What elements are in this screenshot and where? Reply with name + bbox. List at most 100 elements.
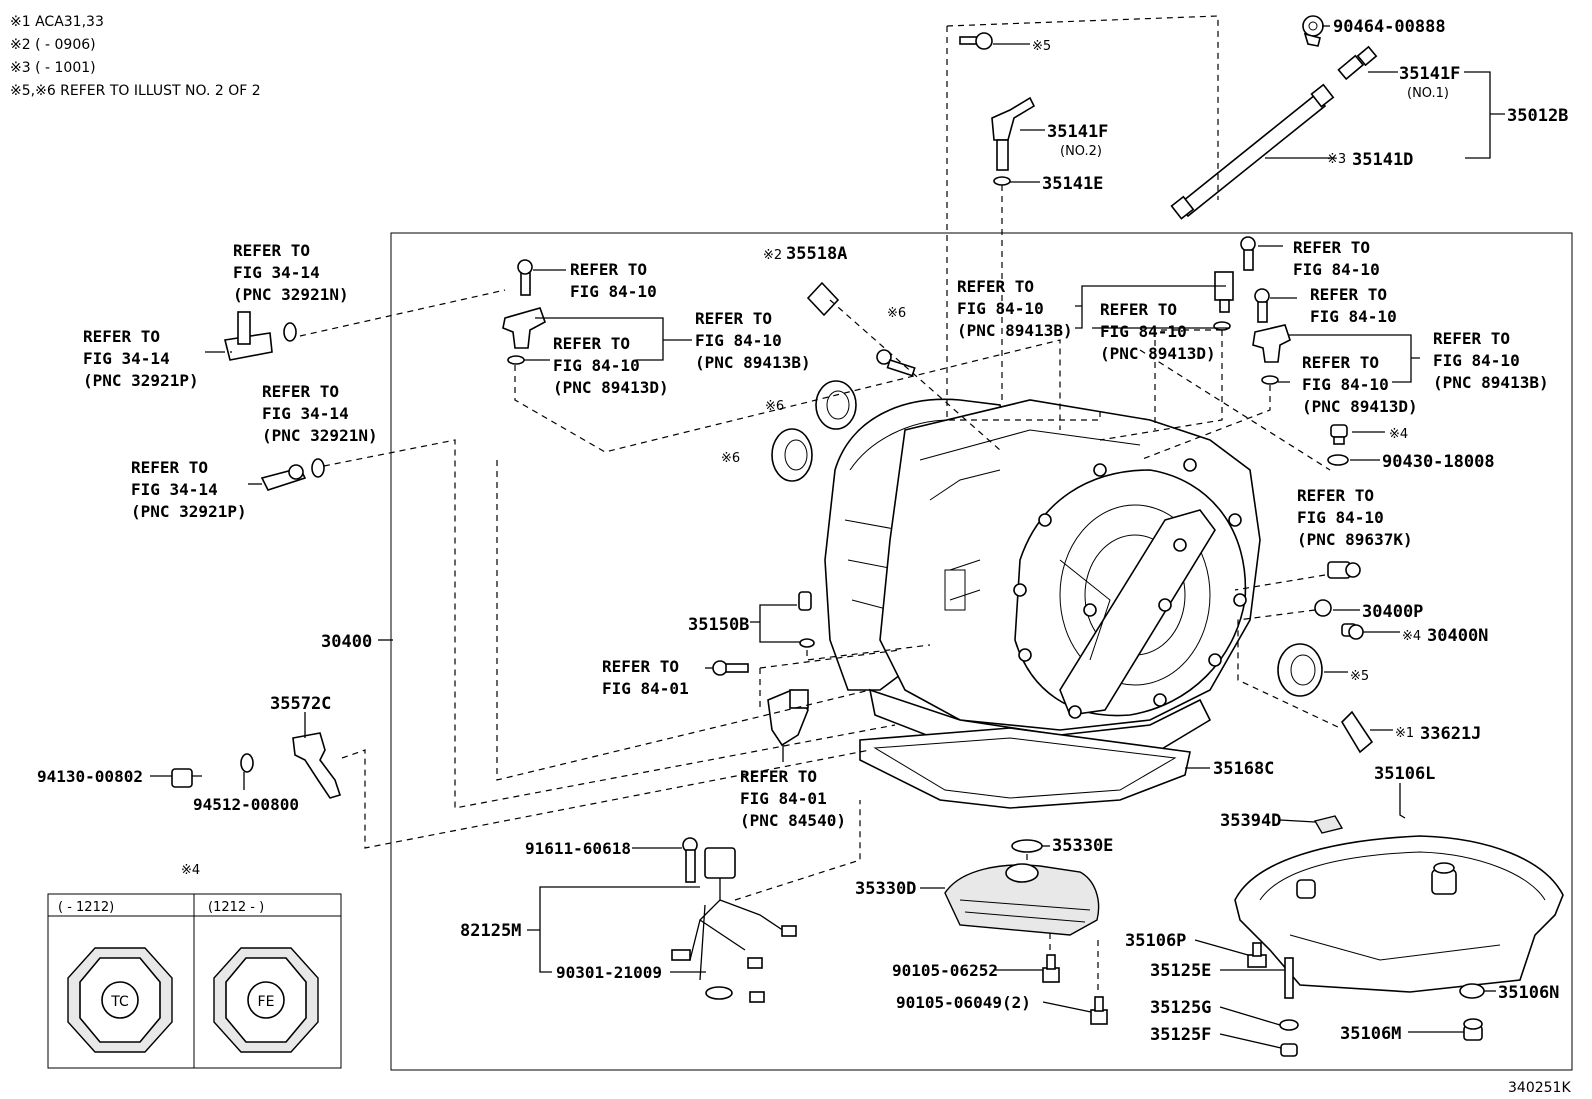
label-91611: 91611-60618 [525,839,631,858]
svg-text:(PNC 89413D): (PNC 89413D) [1302,397,1418,416]
inset-col1-mark: TC [110,994,129,1010]
svg-text:FIG 84-01: FIG 84-01 [740,789,827,808]
label-35012b: 35012B [1507,106,1568,126]
ref-r13: REFER TO FIG 84-10 (PNC 89413B) [1433,329,1549,392]
label-82125m: 82125M [460,921,521,941]
refer-to-callouts: REFER TO FIG 34-14 (PNC 32921N) REFER TO… [83,238,1549,830]
svg-text:FIG 84-10: FIG 84-10 [1310,307,1397,326]
svg-text:REFER TO: REFER TO [1302,353,1379,372]
svg-text:(PNC 32921N): (PNC 32921N) [262,426,378,445]
label-35106p: 35106P [1125,931,1186,951]
bolt-fig8410-left [517,259,533,296]
label-35141d: 35141D [1352,150,1413,170]
label-35150b: 35150B [688,615,749,635]
svg-text:FIG 84-10: FIG 84-10 [570,282,657,301]
strainer-35330d [944,863,1100,936]
ref-r16: REFER TO FIG 84-01 [602,657,689,698]
label-35518a-mark: ※2 [763,248,782,263]
label-90464: 90464-00888 [1333,17,1446,37]
ref-r7: REFER TO FIG 84-10 (PNC 89413D) [553,334,669,397]
svg-text:REFER TO: REFER TO [695,309,772,328]
inset-col2-header: (1212 - ) [208,900,264,915]
oring-pnc-32921n-upper [283,322,297,342]
washer-90430 [1327,454,1349,466]
speed-sensor-left [502,307,546,349]
svg-text:REFER TO: REFER TO [602,657,679,676]
ref-r12: REFER TO FIG 84-10 [1310,285,1397,326]
speed-sensor-right [1252,324,1291,363]
svg-text:FIG 84-10: FIG 84-10 [1100,322,1187,341]
inset-mark4: ※4 ( - 1212) (1212 - ) TC FE [47,863,342,1069]
svg-text:(PNC 89413D): (PNC 89413D) [553,378,669,397]
label-30400n: 30400N [1427,626,1488,646]
ref-r2: REFER TO FIG 34-14 (PNC 32921P) [83,327,199,390]
bolt-fig8401 [712,660,749,676]
bolt-fig8410-right [1254,288,1270,323]
label-33621j-mark: ※1 [1395,726,1414,741]
plug-35150b [798,591,812,611]
svg-text:REFER TO: REFER TO [570,260,647,279]
label-35141f-no2-sub: (NO.2) [1060,144,1102,159]
cover-bolts [1013,458,1247,719]
plug-30400n [1341,623,1364,640]
label-mark6c: ※6 [721,451,740,466]
label-35330d: 35330D [855,879,916,899]
seal-mark6-a [815,380,857,430]
connector-pnc-32921p-lower [260,464,307,491]
union-35141f-no2 [991,96,1036,171]
clip-90464 [1302,15,1324,47]
label-35141f-no1-sub: (NO.1) [1407,86,1449,101]
oring-pnc-32921n-lower [311,458,325,478]
svg-text:FIG 84-10: FIG 84-10 [1302,375,1389,394]
svg-text:REFER TO: REFER TO [957,277,1034,296]
oring-pnc-89413d-mid [1213,321,1231,331]
ref-r11: REFER TO FIG 84-10 [1293,238,1380,279]
svg-text:FIG 84-10: FIG 84-10 [1433,351,1520,370]
label-94130: 94130-00802 [37,767,143,786]
svg-text:FIG 84-10: FIG 84-10 [695,331,782,350]
svg-text:FIG 84-10: FIG 84-10 [1297,508,1384,527]
label-35141f-no2: 35141F [1047,122,1108,142]
plug-fe-icon: FE [213,947,319,1053]
svg-text:REFER TO: REFER TO [1293,238,1370,257]
label-35518a: 35518A [786,244,847,264]
switch-pnc-84540 [767,689,809,747]
ref-r5: REFER TO FIG 84-10 [570,260,657,301]
label-33621j: 33621J [1420,724,1481,744]
oring-35150b [799,638,815,648]
sensor-pnc-89637k [1327,561,1361,579]
svg-text:(PNC 32921P): (PNC 32921P) [131,502,247,521]
oring-sensor-left [507,355,525,365]
main-frame [390,232,1573,1071]
label-mark6b: ※6 [765,399,784,414]
svg-text:FIG 34-14: FIG 34-14 [83,349,170,368]
plug-tc-icon: TC [67,947,173,1053]
note-2: ※2 ( - 0906) [10,37,96,53]
sensor-pnc-89413b-mid [1214,271,1234,313]
ref-r4: REFER TO FIG 34-14 (PNC 32921P) [131,458,247,521]
label-mark5-top: ※5 [1032,39,1051,54]
pipe-35141d [1170,83,1335,220]
plug-35125f [1280,1043,1298,1057]
oring-35141e [993,176,1011,186]
wire-harness-82125m [671,847,797,1003]
oring-35330e [1011,839,1043,853]
svg-text:REFER TO: REFER TO [1310,285,1387,304]
svg-text:FIG 34-14: FIG 34-14 [233,263,320,282]
oil-pan-35106l [1234,835,1564,993]
label-mark4-plug: ※4 [1389,427,1408,442]
label-30400p: 30400P [1362,602,1423,622]
note-1: ※1 ACA31,33 [10,14,104,30]
label-90430: 90430-18008 [1382,452,1495,472]
label-35394d: 35394D [1220,811,1281,831]
label-35125g: 35125G [1150,998,1211,1018]
bolt-90105-06252 [1042,954,1060,983]
label-35125e: 35125E [1150,961,1211,981]
label-30400n-mark: ※4 [1402,629,1421,644]
ref-r17: REFER TO FIG 84-01 (PNC 84540) [740,767,846,830]
bolt-90105-06049 [1090,996,1108,1025]
svg-text:REFER TO: REFER TO [1297,486,1374,505]
svg-text:REFER TO: REFER TO [262,382,339,401]
label-90301: 90301-21009 [556,963,662,982]
